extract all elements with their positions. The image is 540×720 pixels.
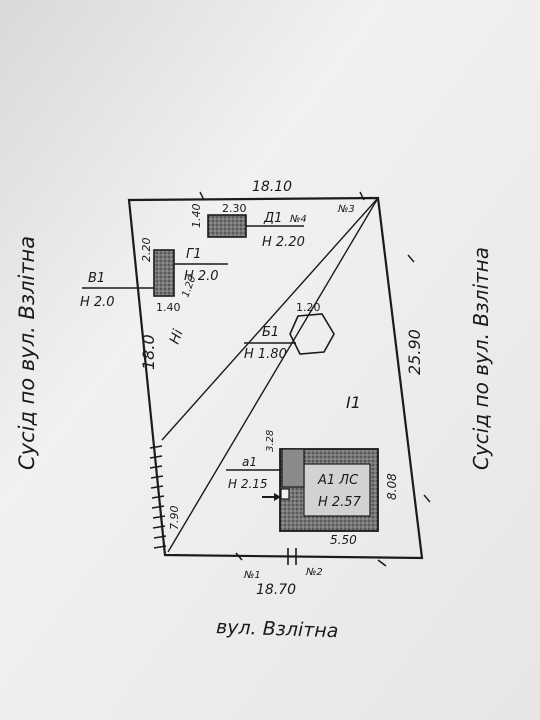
structure-d1 — [207, 214, 247, 238]
g1-height: Н 2.0 — [184, 269, 219, 284]
dim-left-lower: 7.90 — [168, 506, 181, 531]
point-1-label: №1 — [243, 570, 261, 581]
top-corner-ticks — [199, 191, 365, 201]
mid-mark: Ні — [167, 327, 187, 346]
a1-label: а1 — [242, 455, 257, 469]
entrance-arrowhead-icon — [274, 493, 281, 501]
dim-right: 25.90 — [405, 329, 424, 375]
left-fence-ticks — [149, 445, 167, 549]
structure-g1 — [153, 249, 175, 297]
annex-a1 — [281, 448, 305, 488]
house-label: А1 ЛС — [317, 473, 359, 488]
diagonal-line-lower — [167, 197, 379, 553]
entrance-icon — [280, 488, 290, 500]
point-3-label: №3 — [337, 204, 355, 215]
house-height: Н 2.57 — [318, 495, 362, 510]
b1-height: Н 1.80 — [244, 347, 287, 362]
v1-label: В1 — [88, 271, 105, 286]
plot-boundary — [127, 196, 424, 560]
dim-left: 18.0 — [139, 334, 158, 370]
right-neighbour-label: Сусід по вул. Взлітна — [469, 247, 493, 470]
point-4-label: №4 — [289, 214, 307, 225]
a1-dim: 3.28 — [265, 430, 276, 452]
a1-height: Н 2.15 — [228, 477, 268, 491]
right-boundary-ticks — [407, 254, 431, 503]
g1-dim-bottom: 1.40 — [156, 301, 181, 314]
center-mark: І1 — [346, 393, 361, 412]
d1-dim-top: 2.30 — [222, 202, 247, 215]
bottom-gate-marks — [235, 548, 387, 567]
dim-top: 18.10 — [252, 179, 292, 195]
left-neighbour-label: Сусід по вул. Взлітна — [15, 236, 39, 470]
g1-label: Г1 — [186, 247, 202, 262]
d1-dim-side: 1.40 — [190, 204, 203, 229]
d1-height: Н 2.20 — [262, 235, 305, 250]
g1-dim-top: 2.20 — [140, 238, 153, 263]
diagonal-line-upper — [161, 197, 379, 441]
point-2-label: №2 — [305, 567, 323, 578]
house-dim-bottom: 5.50 — [330, 533, 357, 547]
b1-label: Б1 — [262, 325, 279, 340]
house-dim-side: 8.08 — [385, 473, 399, 500]
d1-label: Д1 — [263, 211, 282, 226]
dim-bottom: 18.70 — [256, 582, 296, 598]
v1-height: Н 2.0 — [80, 295, 115, 310]
house-a1-core — [303, 463, 371, 517]
structure-b1 — [289, 313, 335, 355]
b1-dim: 1.20 — [296, 301, 321, 314]
street-label: вул. Взлітна — [216, 616, 339, 642]
